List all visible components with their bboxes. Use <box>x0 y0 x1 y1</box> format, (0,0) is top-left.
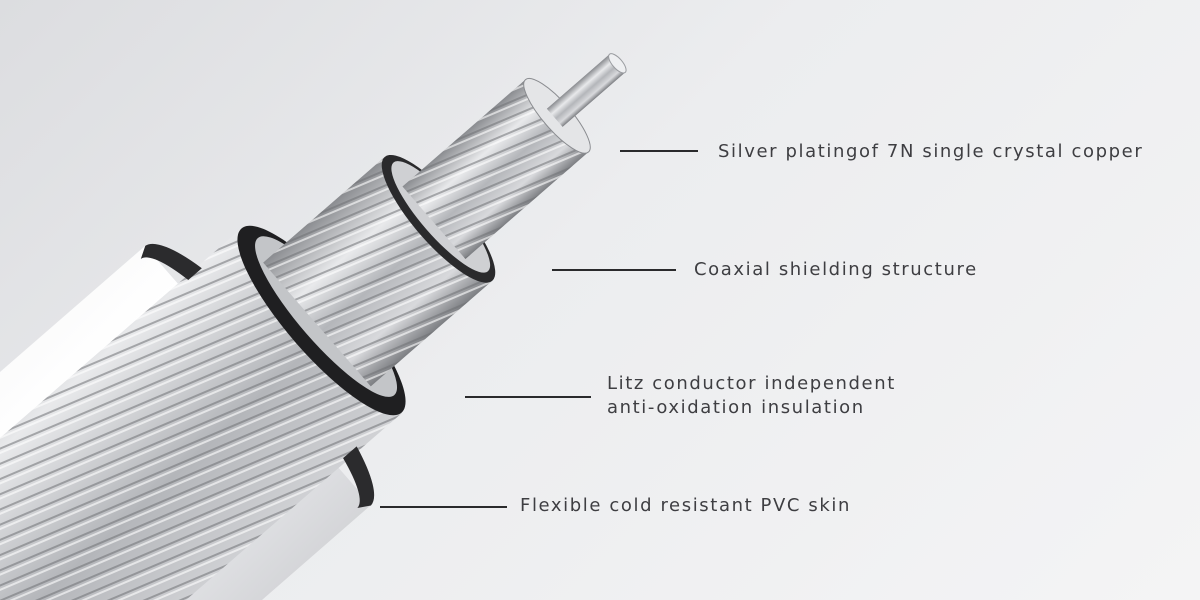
callout-litz-line-2: anti-oxidation insulation <box>607 397 865 418</box>
callout-pvc-skin: Flexible cold resistant PVC skin <box>520 495 852 516</box>
leader-line-pvc-skin <box>380 506 507 508</box>
leader-line-coaxial-shielding <box>552 269 676 271</box>
leader-line-silver-plating <box>620 150 698 152</box>
callout-litz-line-1: Litz conductor independent <box>607 373 896 394</box>
leader-line-litz-conductor <box>465 396 591 398</box>
pvc-jacket-end <box>140 243 375 509</box>
callout-coaxial-shielding: Coaxial shielding structure <box>694 259 978 280</box>
callout-litz-conductor: Litz conductor independent anti-oxidatio… <box>607 372 896 420</box>
silver-plated-copper-core <box>402 53 627 259</box>
callout-silver-plating: Silver platingof 7N single crystal coppe… <box>718 141 1144 162</box>
